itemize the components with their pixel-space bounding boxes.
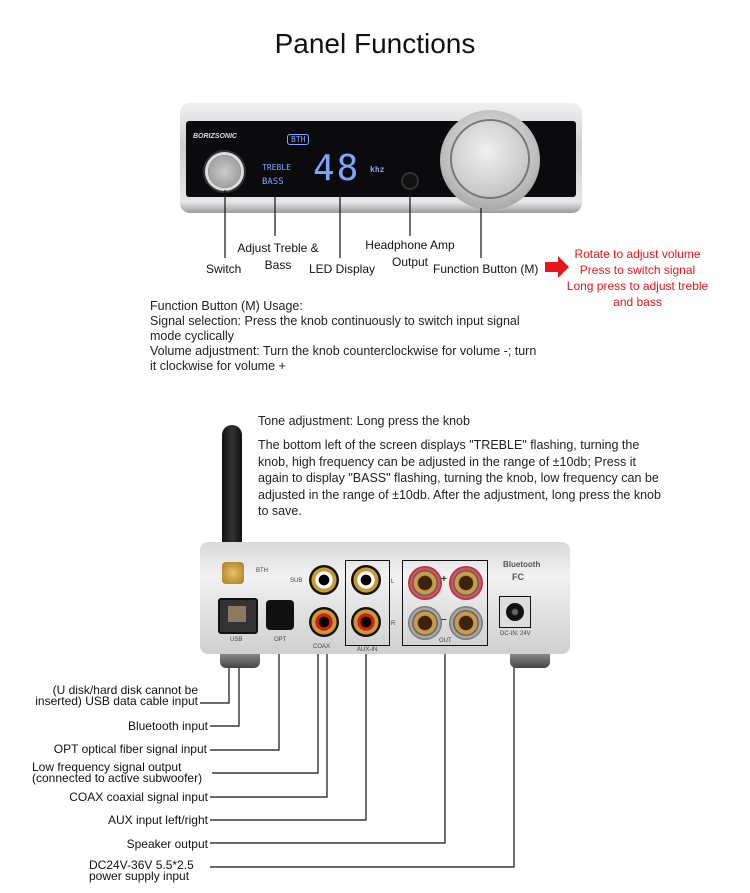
page-title: Panel Functions <box>274 28 476 59</box>
label-coax: COAX coaxial signal input <box>69 790 208 804</box>
label-opt: OPT optical fiber signal input <box>53 742 207 756</box>
usage-block: Function Button (M) Usage: Signal select… <box>150 299 536 374</box>
rear-sub-label: SUB <box>290 578 303 584</box>
foot-left <box>220 654 260 668</box>
rear-bluetooth-logo: Bluetooth <box>503 560 541 569</box>
rear-coax-label: COAX <box>313 644 331 650</box>
speaker-group-box <box>402 560 488 646</box>
rear-usb-label: USB <box>230 637 243 643</box>
rear-r-label: R <box>391 621 396 627</box>
dc-port-box <box>499 596 531 628</box>
leader-dc <box>210 645 515 868</box>
tone-body: The bottom left of the screen displays "… <box>258 437 661 520</box>
note-rotate: Rotate to adjust volume <box>574 247 701 261</box>
rear-fc-logo: FC <box>512 572 524 582</box>
label-sub: Low frequency signal output (connected t… <box>32 760 203 785</box>
bt-indicator: BTH <box>287 134 310 145</box>
power-switch[interactable] <box>208 155 241 188</box>
function-knob[interactable] <box>452 121 528 197</box>
bluetooth-antenna <box>222 425 242 565</box>
tone-heading: Tone adjustment: Long press the knob <box>258 414 470 428</box>
usage-signal-1: Signal selection: Press the knob continu… <box>150 314 520 328</box>
bass-indicator: BASS <box>262 177 284 187</box>
speaker-left-positive[interactable] <box>408 566 442 600</box>
label-treble-bass-line1: Adjust Treble & <box>237 241 319 255</box>
label-treble-bass: Adjust Treble & Bass <box>228 241 328 272</box>
usage-signal-2: mode cyclically <box>150 329 235 343</box>
tone-line: again to display "BASS" flashing, turnin… <box>258 471 659 485</box>
label-led-display: LED Display <box>309 262 376 276</box>
usb-port[interactable] <box>218 598 258 634</box>
tone-line: to save. <box>258 504 302 518</box>
optical-port[interactable] <box>266 600 294 630</box>
tone-line: adjusted in the range of ±10db. After th… <box>258 487 661 502</box>
function-notes: Rotate to adjust volume Press to switch … <box>560 246 715 310</box>
note-press: Press to switch signal <box>579 263 696 277</box>
note-long-press: Long press to adjust treble <box>566 279 709 293</box>
leader-opt <box>210 640 280 751</box>
led-digits: 48 <box>313 148 361 189</box>
brand-logo: BORIZSONIC <box>193 133 237 140</box>
rear-opt-label: OPT <box>274 637 287 643</box>
leader-aux <box>210 640 367 821</box>
rear-dc-label: DC-IN: 24V <box>500 631 531 637</box>
note-long-press-cont: and bass <box>613 295 662 309</box>
speaker-right-positive[interactable] <box>449 566 483 600</box>
rear-plus-label: + <box>441 574 447 585</box>
coax-jack[interactable] <box>309 607 339 637</box>
rear-bth-label: BTH <box>256 568 268 574</box>
label-bluetooth: Bluetooth input <box>127 719 208 733</box>
usage-volume-2: it clockwise for volume + <box>150 359 286 373</box>
speaker-right-negative[interactable] <box>449 606 483 640</box>
label-usb: (U disk/hard disk cannot be inserted) US… <box>10 683 198 708</box>
usage-heading: Function Button (M) Usage: <box>150 299 303 313</box>
foot-right <box>510 654 550 668</box>
label-switch: Switch <box>206 262 242 276</box>
label-usb-line2: inserted) USB data cable input <box>35 694 198 708</box>
speaker-left-negative[interactable] <box>408 606 442 640</box>
leader-coax <box>210 640 328 798</box>
label-sub-line2: (connected to active subwoofer) <box>32 771 203 785</box>
label-dc: DC24V-36V 5.5*2.5 power supply input <box>89 858 194 883</box>
label-function-button: Function Button (M) <box>433 262 539 276</box>
label-headphone-line1: Headphone Amp <box>365 238 455 252</box>
treble-indicator: TREBLE <box>262 163 291 172</box>
headphone-jack[interactable] <box>403 174 417 188</box>
leader-speaker <box>210 645 446 844</box>
rear-out-label: OUT <box>439 638 452 644</box>
usage-volume-1: Volume adjustment: Turn the knob counter… <box>150 344 537 358</box>
aux-left-jack[interactable] <box>351 565 381 595</box>
label-usb-line1: (U disk/hard disk cannot be <box>52 683 198 697</box>
tone-line: knob, high frequency can be adjusted in … <box>258 454 636 469</box>
rear-l-label: L <box>391 579 395 585</box>
aux-right-jack[interactable] <box>351 607 381 637</box>
sub-out-jack[interactable] <box>309 565 339 595</box>
label-sub-line1: Low frequency signal output <box>32 760 182 774</box>
label-speaker: Speaker output <box>126 837 208 851</box>
label-headphone: Headphone Amp Output <box>360 238 460 269</box>
tone-line: The bottom left of the screen displays "… <box>258 438 640 452</box>
label-aux: AUX input left/right <box>107 813 208 827</box>
antenna-connector[interactable] <box>222 562 244 584</box>
label-treble-bass-line2: Bass <box>264 258 292 272</box>
red-arrow-icon <box>545 256 569 278</box>
label-headphone-line2: Output <box>391 255 429 269</box>
rear-minus-label: – <box>441 614 447 625</box>
label-dc-line2: power supply input <box>89 869 190 883</box>
led-unit: khz <box>370 165 385 174</box>
aux-group-box <box>345 560 390 646</box>
label-dc-line1: DC24V-36V 5.5*2.5 <box>89 858 194 872</box>
rear-aux-label: AUX-IN <box>357 647 378 653</box>
